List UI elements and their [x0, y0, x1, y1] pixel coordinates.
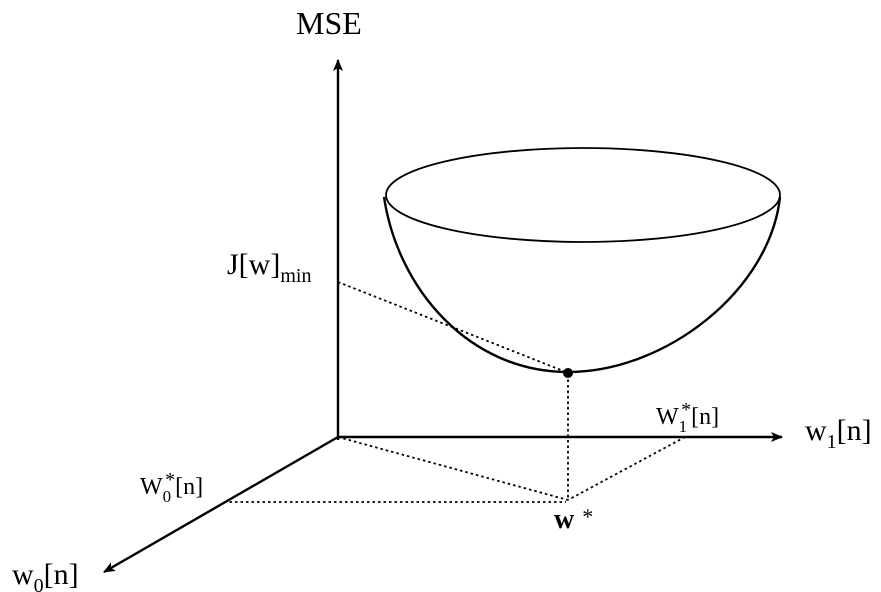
bowl-rim: [385, 147, 781, 243]
w-star-label: w*: [554, 504, 593, 535]
w0-axis-line: [103, 435, 339, 574]
bowl-surface: [382, 196, 782, 374]
w0-star-label: W0*[n]: [140, 469, 203, 506]
origin-to-wstar-line: [337, 436, 569, 501]
w0-axis-label: w0[n]: [12, 558, 79, 592]
minimum-point: [563, 368, 573, 378]
mse-axis-label: MSE: [296, 5, 362, 41]
w1-axis-label: w1[n]: [805, 414, 872, 453]
w1star-projection-line: [567, 436, 686, 501]
jmin-label: J[w]min: [227, 248, 311, 287]
w1-star-label: W1*[n]: [656, 399, 719, 436]
